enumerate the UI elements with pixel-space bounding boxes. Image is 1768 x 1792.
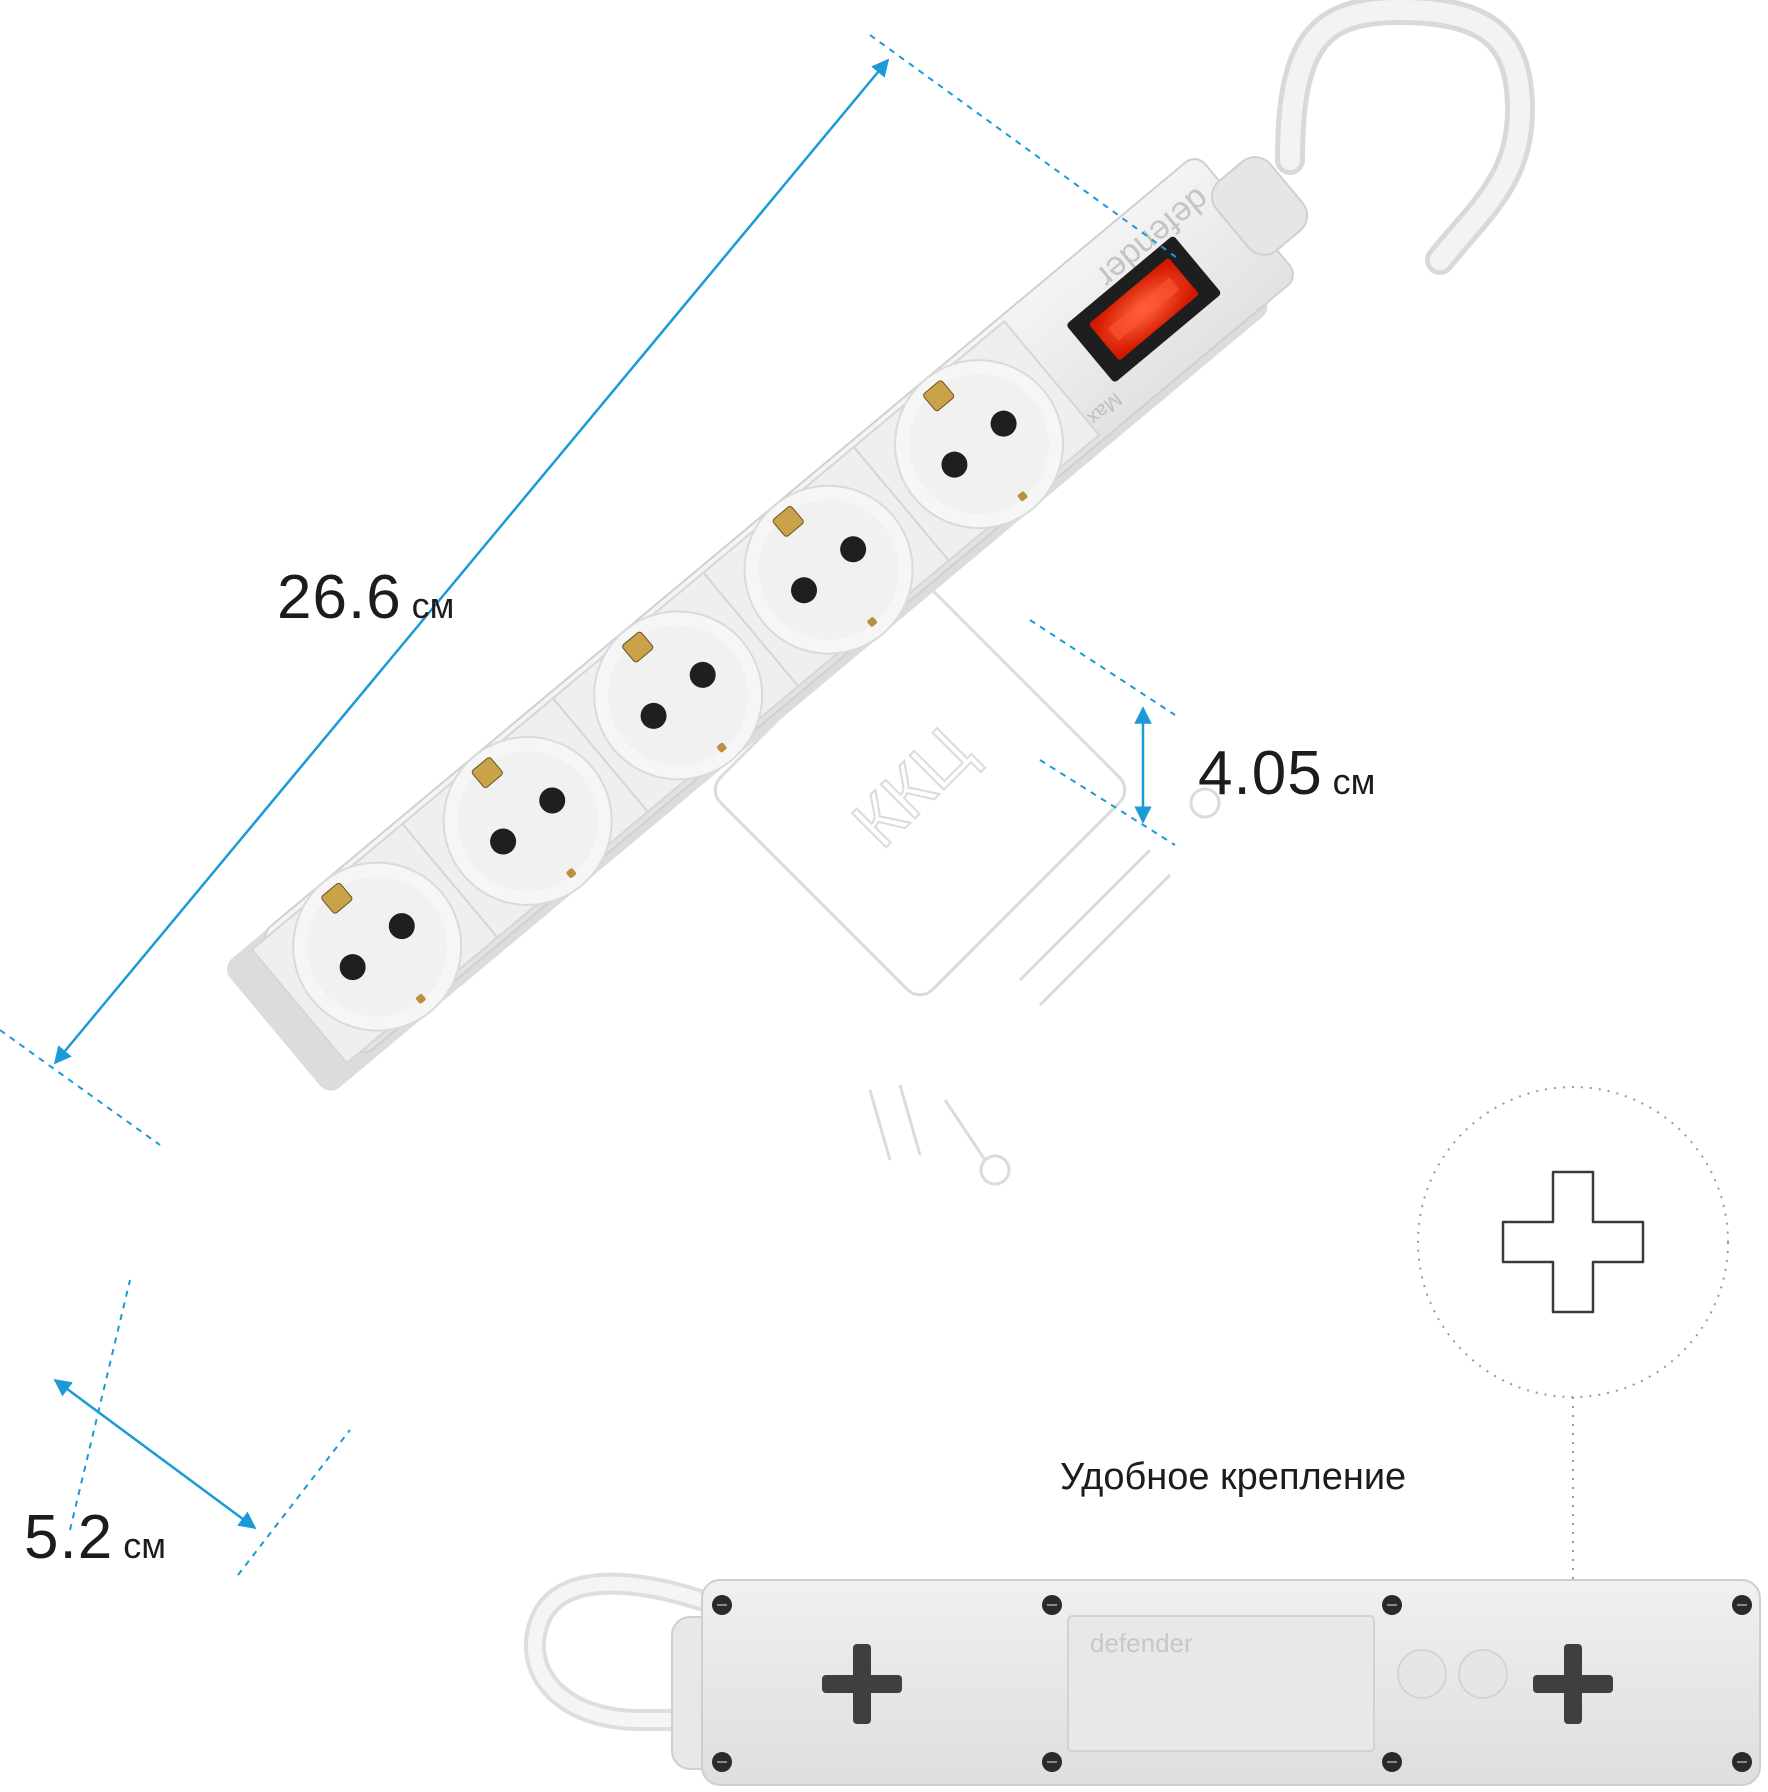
width-dimension bbox=[53, 1279, 351, 1576]
screw-3 bbox=[1382, 1595, 1402, 1615]
pitch-unit: см bbox=[1332, 761, 1376, 802]
screw-4 bbox=[1732, 1595, 1752, 1615]
svg-text:defender: defender bbox=[1090, 1628, 1193, 1658]
screw-1 bbox=[712, 1595, 732, 1615]
mount-caption: Удобное крепление bbox=[1060, 1456, 1407, 1498]
svg-text:ККЦ: ККЦ bbox=[837, 712, 986, 861]
pitch-dimension bbox=[1029, 619, 1176, 846]
mount-hole-left bbox=[822, 1644, 902, 1724]
width-unit: см bbox=[123, 1525, 166, 1566]
screw-6 bbox=[1042, 1752, 1062, 1772]
width-value: 5.2 bbox=[24, 1503, 114, 1572]
length-value: 26.6 bbox=[277, 563, 402, 632]
strip-back-view: defender bbox=[524, 1572, 1761, 1786]
power-switch[interactable] bbox=[1066, 235, 1222, 383]
length-unit: см bbox=[411, 585, 455, 626]
length-dimension bbox=[0, 34, 1181, 1146]
mount-zoom bbox=[1417, 1086, 1729, 1650]
screw-5 bbox=[712, 1752, 732, 1772]
screw-2 bbox=[1042, 1595, 1062, 1615]
cable-loop bbox=[1275, 0, 1536, 275]
mount-hole-right bbox=[1533, 1644, 1613, 1724]
screw-8 bbox=[1732, 1752, 1752, 1772]
socket-1 bbox=[852, 320, 1101, 563]
screw-7 bbox=[1382, 1752, 1402, 1772]
pitch-value: 4.05 bbox=[1198, 739, 1323, 808]
